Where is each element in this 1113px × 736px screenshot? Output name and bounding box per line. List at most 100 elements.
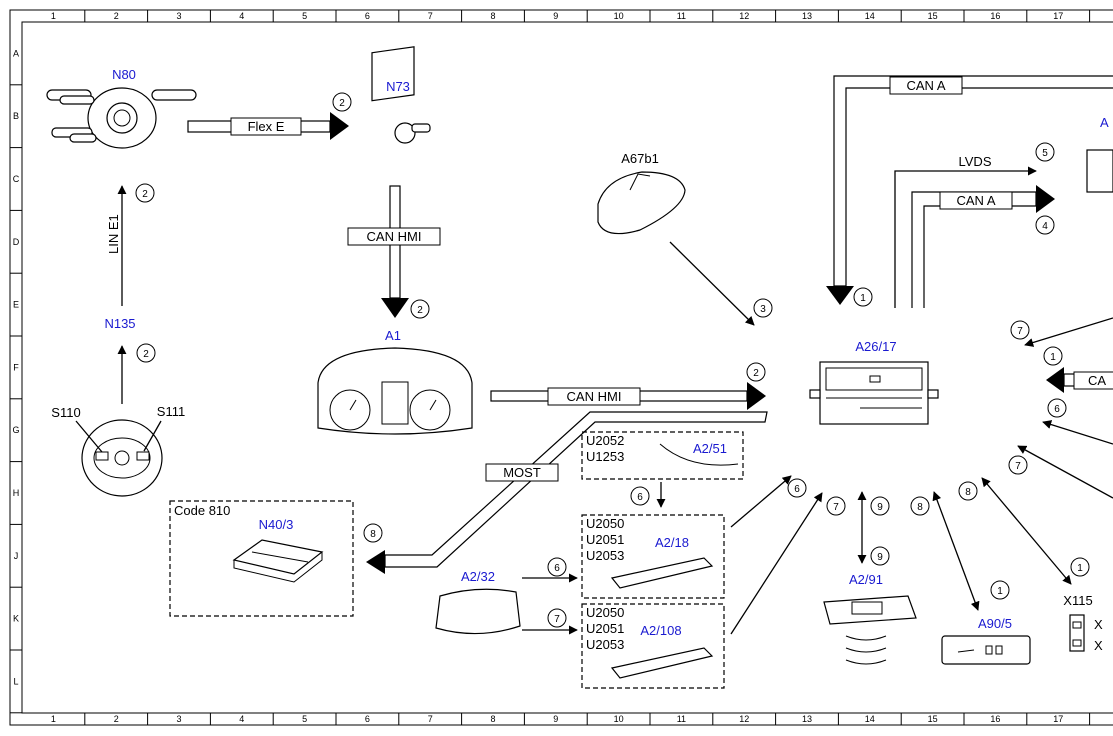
a90-5-line <box>932 491 980 611</box>
a2-18-line <box>730 475 792 528</box>
column-label: 8 <box>490 714 495 724</box>
marker-a232-7 <box>547 608 567 628</box>
marker-a291-9b-num: 9 <box>877 552 883 563</box>
column-label: 15 <box>928 11 938 21</box>
marker-right1 <box>1043 346 1063 366</box>
row-label: G <box>12 425 19 435</box>
can-a-top-label-box <box>889 76 963 95</box>
marker-a218-num: 6 <box>794 484 800 495</box>
steering-wheel <box>81 419 163 497</box>
column-label: 3 <box>176 11 181 21</box>
marker-x115-1-num: 1 <box>1077 563 1083 574</box>
row-label: C <box>13 174 20 184</box>
a2-32-windshield <box>435 588 521 635</box>
n80-switch-unit <box>46 87 197 149</box>
column-label: 6 <box>365 714 370 724</box>
can-a-right-label-box <box>1073 371 1113 390</box>
can-a-mid-arrowhead <box>1036 185 1055 213</box>
a2-51-box <box>581 431 744 480</box>
column-label: 14 <box>865 714 875 724</box>
a2-108-code-3: U2053 <box>586 637 624 652</box>
a2-18-code-1: U2050 <box>586 516 624 531</box>
column-label: 4 <box>239 11 244 21</box>
marker-a905-1-num: 1 <box>997 586 1003 597</box>
lvds-label: LVDS <box>959 154 992 169</box>
marker-x115-8 <box>958 481 978 501</box>
label-a2-91: A2/91 <box>849 572 883 587</box>
column-label: 13 <box>802 714 812 724</box>
column-label: 17 <box>1053 11 1063 21</box>
label-a2-18: A2/18 <box>655 535 689 550</box>
marker-right6 <box>1047 398 1067 418</box>
can-a-mid-label-box <box>939 191 1013 210</box>
can-hmi-horizontal-label-box <box>547 387 641 406</box>
marker-x115-8-num: 8 <box>965 487 971 498</box>
label-n40-3: N40/3 <box>259 517 294 532</box>
row-label: J <box>14 551 19 561</box>
can-hmi-vertical-label-box <box>347 227 441 246</box>
column-label: 8 <box>490 11 495 21</box>
marker-a232-6-num: 6 <box>554 563 560 574</box>
can-a-top-label: CAN A <box>906 78 945 93</box>
row-label: F <box>13 362 19 372</box>
a2-108-box <box>581 603 725 689</box>
marker-flex-num: 2 <box>339 98 345 109</box>
marker-cana <box>1035 215 1055 235</box>
marker-right7b <box>1008 455 1028 475</box>
marker-a232-7-num: 7 <box>554 614 560 625</box>
column-label: 15 <box>928 714 938 724</box>
marker-a291-7-num: 7 <box>833 502 839 513</box>
label-a90-5: A90/5 <box>978 616 1012 631</box>
n73-ignition-switch <box>371 46 431 144</box>
marker-a905-8 <box>910 496 930 516</box>
label-s110: S110 <box>51 405 80 420</box>
marker-right7 <box>1010 320 1030 340</box>
row-label: D <box>13 237 20 247</box>
a1-instrument-cluster <box>317 347 473 435</box>
flex-e-label-box <box>230 117 302 136</box>
a2-51-code-2: U1253 <box>586 449 624 464</box>
right-line-7 <box>1024 317 1113 347</box>
marker-bus1 <box>853 287 873 307</box>
lin-e1-label: LIN E1 <box>106 214 121 254</box>
can-hmi-vertical-label: CAN HMI <box>367 229 422 244</box>
a67b1-mirror <box>597 171 686 235</box>
column-label: 12 <box>739 11 749 21</box>
marker-n135-num: 2 <box>143 349 149 360</box>
marker-hmi-num: 2 <box>753 368 759 379</box>
column-label: 1 <box>51 714 56 724</box>
marker-cana-num: 4 <box>1042 221 1048 232</box>
column-label: 9 <box>553 11 558 21</box>
label-a1: A1 <box>385 328 401 343</box>
right-line-6 <box>1042 420 1113 445</box>
column-label: 12 <box>739 714 749 724</box>
column-label: 13 <box>802 11 812 21</box>
a2-18-module <box>610 557 714 589</box>
marker-a905-8-num: 8 <box>917 502 923 513</box>
column-ticks: 1122334455667788991010111112121313141415… <box>51 10 1091 725</box>
can-a-right-arrowhead <box>1046 367 1064 393</box>
right-display-device <box>1086 149 1113 193</box>
row-label: E <box>13 300 19 310</box>
column-label: 9 <box>553 714 558 724</box>
column-label: 10 <box>614 11 624 21</box>
outer-frame <box>9 9 1113 726</box>
n40-3-amplifier <box>232 539 324 583</box>
marker-a232-6 <box>547 557 567 577</box>
marker-hmi <box>746 362 766 382</box>
s111-leader <box>143 420 162 452</box>
marker-right7b-num: 7 <box>1015 461 1021 472</box>
label-a26-17: A26/17 <box>855 339 896 354</box>
inner-frame <box>21 21 1113 714</box>
marker-a251 <box>630 486 650 506</box>
column-label: 6 <box>365 11 370 21</box>
column-label: 7 <box>428 714 433 724</box>
a90-5-module <box>941 635 1031 665</box>
marker-a291-9a <box>870 496 890 516</box>
marker-a291-9a-num: 9 <box>877 502 883 513</box>
column-label: 11 <box>677 714 686 724</box>
row-label: B <box>13 111 19 121</box>
row-label: K <box>13 614 19 624</box>
